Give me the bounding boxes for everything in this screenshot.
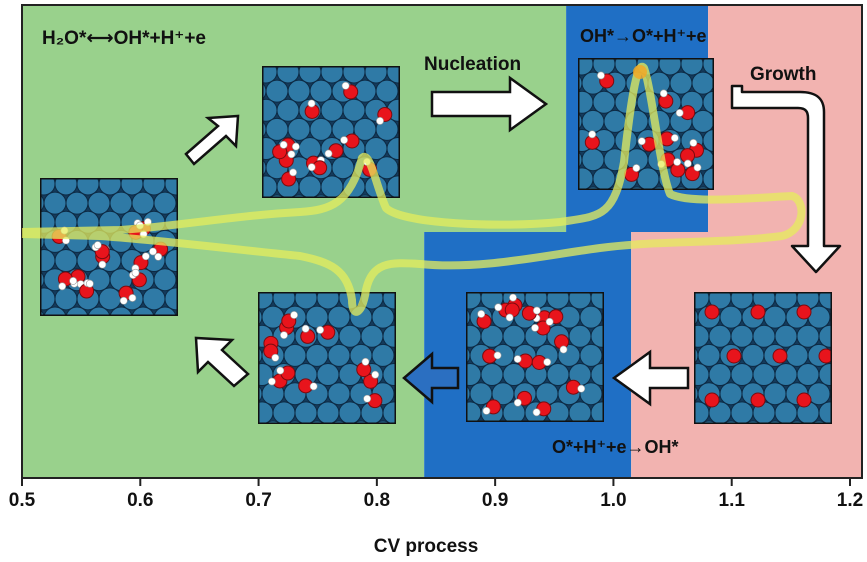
- cv-curve: [21, 62, 806, 316]
- x-axis: 0.5 0.6 0.7 0.8 0.9 1.0 1.1 1.2: [9, 477, 863, 511]
- x-tick-label: 0.8: [364, 490, 390, 511]
- x-tick-label: 0.7: [245, 490, 271, 511]
- tile-oh-partial: [262, 66, 400, 198]
- equation-oxidation: OH*→O*+H⁺+e: [580, 26, 707, 46]
- tile-oh-back: [258, 292, 396, 424]
- x-tick-label: 0.6: [127, 490, 153, 511]
- nucleation-arrow-icon: [430, 75, 549, 133]
- tile-o-full: [694, 292, 832, 424]
- peak-marker-icon: [633, 65, 647, 79]
- arrow-up-right-icon: [184, 114, 240, 166]
- equation-reduction: O*+H⁺+e→OH*: [552, 437, 679, 457]
- growth-arrow-icon: [730, 84, 842, 274]
- x-tick-label: 1.2: [837, 490, 863, 511]
- arrow-left-1-icon: [611, 349, 690, 407]
- x-tick-label: 1.1: [719, 490, 746, 511]
- growth-label: Growth: [750, 64, 817, 85]
- x-axis-title: CV process: [374, 536, 479, 557]
- x-tick-label: 0.9: [482, 490, 508, 511]
- tile-water-bilayer: [40, 178, 178, 316]
- tile-oh-nucleated: [578, 58, 714, 190]
- x-tick-label: 1.0: [600, 490, 626, 511]
- arrow-up-left-icon: [194, 336, 250, 388]
- equation-water: H₂O*⟷OH*+H⁺+e: [42, 28, 206, 49]
- nucleation-label: Nucleation: [424, 54, 521, 75]
- x-tick-label: 0.5: [9, 490, 36, 511]
- tile-oh-reduction: [466, 292, 604, 422]
- arrow-left-2-icon: [402, 351, 460, 405]
